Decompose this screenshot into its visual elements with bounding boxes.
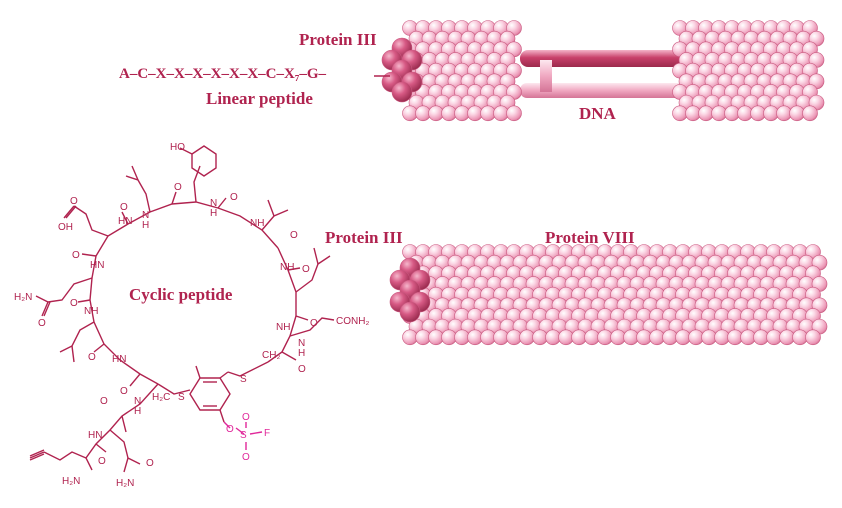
nh-label-5: NH bbox=[84, 306, 98, 317]
bottom-protein-iii-cap bbox=[389, 257, 431, 323]
s-right-label: S bbox=[240, 374, 247, 385]
backbone-left bbox=[89, 223, 159, 385]
protein-iii-sphere bbox=[399, 301, 421, 323]
top-protein-iii-cap bbox=[381, 37, 423, 103]
h-label-10: H bbox=[134, 406, 141, 417]
protein-iii-top-label: Protein III bbox=[299, 30, 377, 49]
o-glutamine-label: O bbox=[38, 318, 46, 329]
nh-label-7: NH bbox=[280, 262, 294, 273]
o-sulfonyl-link: O bbox=[226, 424, 234, 435]
protein-iii-bottom-label: Protein III bbox=[325, 228, 403, 247]
hn-label-6: HN bbox=[112, 354, 126, 365]
coat-protein-sphere bbox=[805, 329, 821, 346]
cyclic-peptide-structure bbox=[29, 145, 335, 473]
o-label-3: O bbox=[230, 192, 238, 203]
hn-label-4: HN bbox=[90, 260, 104, 271]
oh-acid-label: OH bbox=[58, 222, 73, 233]
linear-peptide-label: Linear peptide bbox=[206, 89, 313, 108]
thioether-link-right bbox=[227, 361, 269, 377]
benzene-ring bbox=[189, 377, 231, 411]
h2c-label: H₂C bbox=[152, 392, 170, 403]
h2n-pendant-label: H₂N bbox=[62, 476, 80, 487]
coat-protein-sphere bbox=[506, 105, 522, 122]
ho-label: HO bbox=[170, 142, 185, 153]
o-label-10: O bbox=[290, 230, 298, 241]
linear-peptide-sequence: A–C–X–X–X–X–X–X–C–X₇–G– bbox=[119, 66, 326, 82]
s-left-label: S bbox=[178, 392, 185, 403]
hn-label-11: HN bbox=[88, 430, 102, 441]
backbone-top bbox=[127, 201, 279, 249]
o-sulfonyl-top: O bbox=[242, 412, 250, 423]
dna-label: DNA bbox=[579, 104, 616, 123]
o-label-2: O bbox=[174, 182, 182, 193]
n-label-9: N bbox=[298, 338, 305, 349]
conh2-label: CONH₂ bbox=[336, 316, 369, 327]
sulfonyl-fluoride-group bbox=[223, 421, 263, 450]
n-label-10: N bbox=[134, 396, 141, 407]
o-label: O bbox=[70, 196, 78, 207]
fluorine-label: F bbox=[264, 428, 270, 439]
h-label-2: H bbox=[210, 208, 217, 219]
o-label-4: O bbox=[120, 202, 128, 213]
chem-labels: HO OH O H₂N O HN N H N H NH O O O HN O N… bbox=[14, 142, 369, 489]
o-label-14: O bbox=[98, 456, 106, 467]
nh-label-1: HN bbox=[118, 216, 132, 227]
o-label-6: O bbox=[70, 298, 78, 309]
thioether-link-left bbox=[157, 383, 191, 395]
o-label-5: O bbox=[72, 250, 80, 261]
h-label-9: H bbox=[298, 348, 305, 359]
o-label-9: O bbox=[302, 264, 310, 275]
protein-iii-sphere bbox=[391, 81, 413, 103]
n-label-1: N bbox=[142, 210, 149, 221]
sulfur-label: S bbox=[240, 430, 247, 441]
protein-viii-label: Protein VIII bbox=[545, 228, 635, 247]
o-label-8: O bbox=[120, 386, 128, 397]
o-label-7: O bbox=[88, 352, 96, 363]
filamentous-phage-rod bbox=[402, 244, 828, 346]
top-phage-right-segment bbox=[672, 20, 825, 122]
o-label-15: O bbox=[146, 458, 154, 469]
o-label-12: O bbox=[298, 364, 306, 375]
cyclic-peptide-label: Cyclic peptide bbox=[129, 285, 233, 304]
top-phage-left-segment bbox=[402, 20, 522, 122]
tyrosine-ring bbox=[191, 145, 217, 177]
o-sulfonyl-bottom: O bbox=[242, 452, 250, 463]
o-label-13: O bbox=[100, 396, 108, 407]
h2n-glutamine-label: H₂N bbox=[14, 292, 32, 303]
h-label-1: H bbox=[142, 220, 149, 231]
nh-label-8: NH bbox=[276, 322, 290, 333]
ch2-label: CH₂ bbox=[262, 350, 280, 361]
dna-strands bbox=[520, 50, 720, 98]
nh-label-3: NH bbox=[250, 218, 264, 229]
coat-protein-sphere bbox=[802, 105, 818, 122]
o-label-11: O bbox=[310, 318, 318, 329]
n-label-2: N bbox=[210, 198, 217, 209]
h2n-bottom-label: H₂N bbox=[116, 478, 134, 489]
